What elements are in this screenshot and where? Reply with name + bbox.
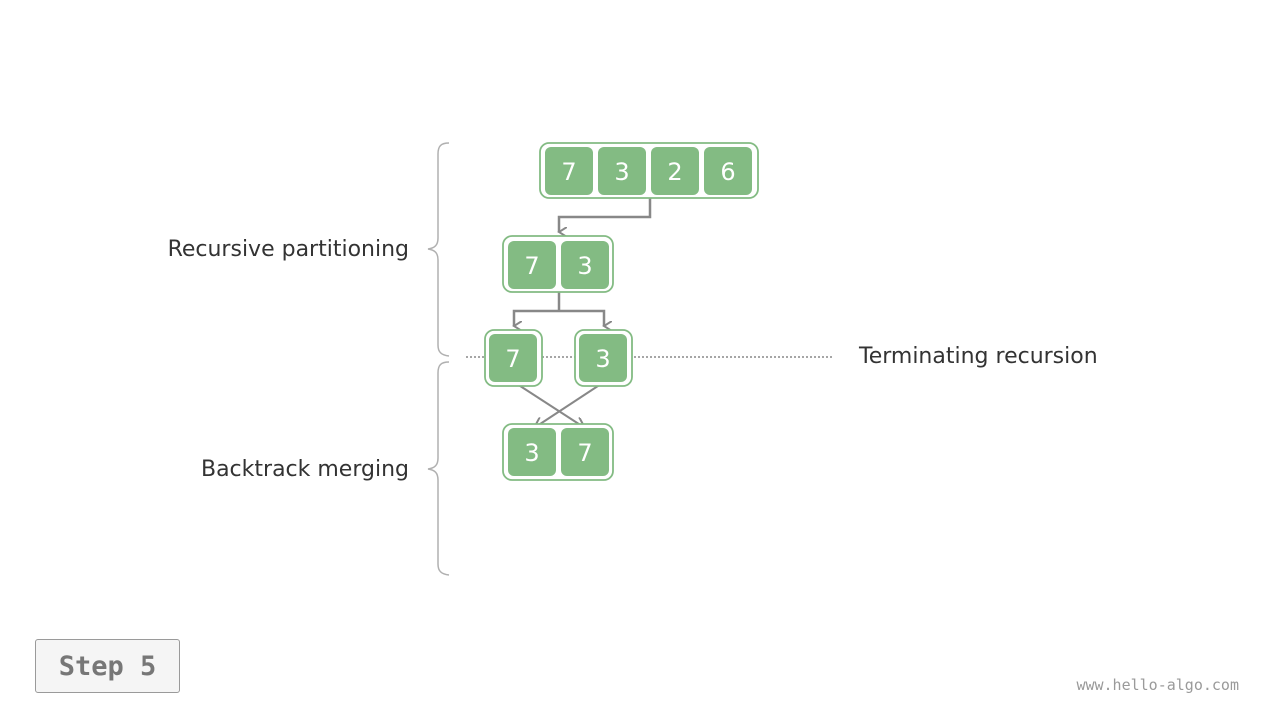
array-root: 7 3 2 6 [539, 142, 759, 199]
merge-brace [427, 361, 450, 576]
partition-label: Recursive partitioning [168, 237, 409, 262]
array-cell-value: 7 [561, 158, 576, 186]
array-cell [508, 241, 556, 289]
split-arrow-left-leaf [514, 309, 559, 326]
array-cell-value: 6 [720, 158, 735, 186]
array-cell-value: 3 [595, 345, 610, 373]
split-arrow-right-leaf [559, 309, 604, 326]
array-cell-value: 3 [614, 158, 629, 186]
array-cell [508, 428, 556, 476]
watermark: www.hello-algo.com [1076, 676, 1239, 694]
array-cell [579, 334, 627, 382]
array-leaf-right: 3 [574, 329, 633, 387]
array-cell-value: 7 [505, 345, 520, 373]
array-root-frame [539, 142, 759, 199]
array-cell [704, 147, 752, 195]
merge-label: Backtrack merging [201, 457, 409, 482]
array-cell-value: 3 [577, 252, 592, 280]
array-cell [598, 147, 646, 195]
array-cell [651, 147, 699, 195]
array-cell-value: 3 [524, 439, 539, 467]
array-cell [561, 428, 609, 476]
array-cell [561, 241, 609, 289]
array-cell-value: 7 [577, 439, 592, 467]
partition-brace [427, 142, 450, 357]
array-cell-value: 7 [524, 252, 539, 280]
merge-arrow-from-7 [513, 381, 585, 428]
split-arrow-root [559, 198, 652, 232]
step-badge[interactable]: Step 5 [35, 639, 180, 693]
terminate-label: Terminating recursion [858, 344, 1098, 369]
array-cell [545, 147, 593, 195]
array-leaf-left: 7 [484, 329, 543, 387]
array-cell-value: 2 [667, 158, 682, 186]
array-cell [489, 334, 537, 382]
merge-arrow-from-3 [534, 381, 605, 428]
